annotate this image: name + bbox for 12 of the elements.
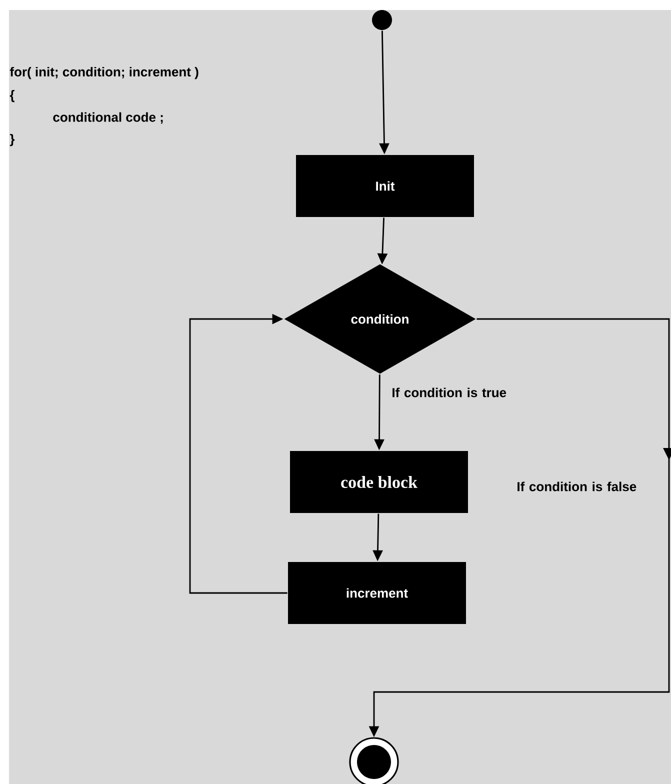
start-circle bbox=[372, 10, 392, 30]
code-line: } bbox=[10, 134, 15, 146]
code-line: for( init; condition; increment ) bbox=[10, 66, 198, 80]
code-line: { bbox=[10, 90, 14, 102]
end-circle bbox=[349, 737, 399, 784]
code-line: conditional code ; bbox=[53, 112, 163, 124]
arrow bbox=[189, 314, 288, 594]
process-box: Init bbox=[296, 155, 474, 217]
edge-label: If condition is false bbox=[518, 482, 636, 492]
process-box: increment bbox=[288, 562, 466, 624]
edge-label: If condition is true bbox=[392, 388, 506, 398]
process-box: code block bbox=[290, 451, 468, 513]
